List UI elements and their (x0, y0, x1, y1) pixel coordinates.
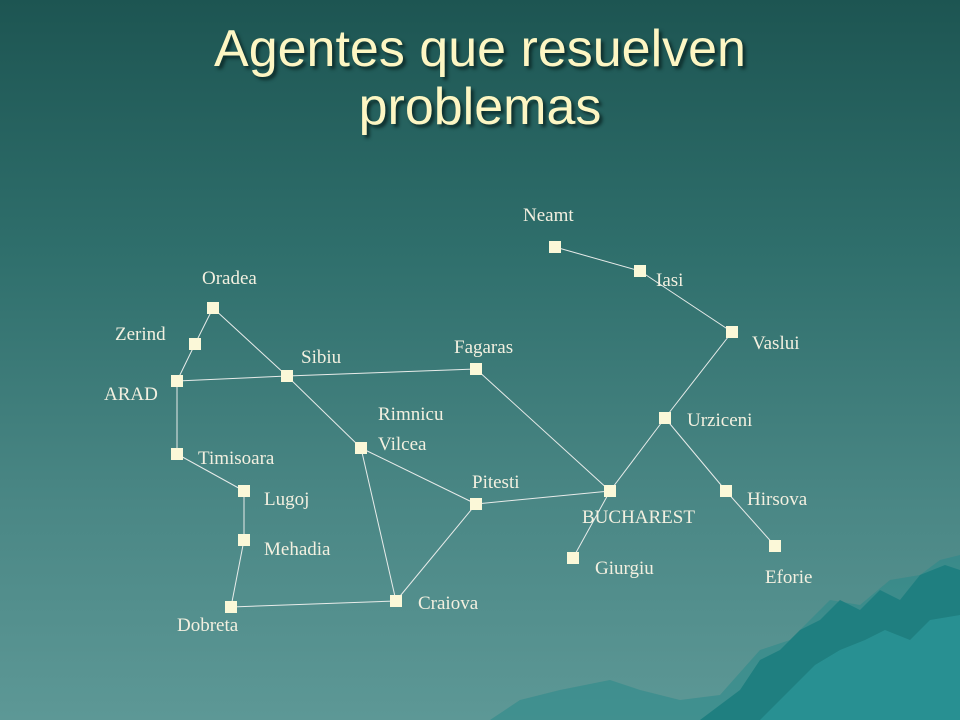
city-label-hirsova: Hirsova (747, 489, 808, 510)
city-label-mehadia: Mehadia (264, 539, 331, 560)
road-fagaras-sibiu (286, 368, 477, 377)
slide-title-line-1: Agentes que resuelven (214, 20, 746, 78)
city-node-vaslui (726, 326, 738, 338)
city-node-zerind (189, 338, 201, 350)
city-node-fagaras (470, 363, 482, 375)
city-label-lugoj: Lugoj (264, 489, 309, 510)
road-iasi-vaslui (639, 270, 733, 333)
mountains-decoration (490, 555, 960, 720)
city-labels: Neamt Iasi Oradea Zerind ARAD Sibiu Faga… (104, 205, 812, 636)
road-neamt-iasi (554, 246, 641, 272)
city-node-urziceni (659, 412, 671, 424)
city-node-giurgiu (567, 552, 579, 564)
city-node-pitesti (470, 498, 482, 510)
road-craiova-pitesti (395, 503, 477, 602)
city-label-sibiu: Sibiu (301, 347, 342, 368)
city-node-craiova (390, 595, 402, 607)
road-timisoara-lugoj (176, 453, 245, 492)
city-node-oradea (207, 302, 219, 314)
road-rimnicu-pitesti (360, 447, 477, 505)
city-label-vaslui: Vaslui (752, 333, 800, 354)
city-label-arad: ARAD (104, 384, 158, 405)
city-node-mehadia (238, 534, 250, 546)
road-craiova-rimnicu (360, 447, 397, 602)
city-label-bucharest: BUCHAREST (582, 507, 695, 528)
city-label-oradea: Oradea (202, 268, 257, 289)
city-node-eforie (769, 540, 781, 552)
road-hirsova-eforie (725, 490, 776, 547)
city-label-neamt: Neamt (523, 205, 574, 226)
city-label-zerind: Zerind (115, 324, 166, 345)
road-sibiu-arad (176, 375, 288, 382)
city-node-arad (171, 375, 183, 387)
city-label-craiova: Craiova (418, 593, 479, 614)
city-label-pitesti: Pitesti (472, 472, 520, 493)
city-node-lugoj (238, 485, 250, 497)
road-bucharest-pitesti (475, 490, 611, 505)
city-node-neamt (549, 241, 561, 253)
road-zerind-arad (176, 343, 196, 382)
road-bucharest-fagaras (475, 368, 611, 492)
road-sibiu-oradea (212, 307, 288, 377)
city-node-sibiu (281, 370, 293, 382)
city-node-timisoara (171, 448, 183, 460)
slide-title-line-2: problemas (358, 78, 602, 136)
city-label-giurgiu: Giurgiu (595, 558, 654, 579)
city-label-rimnicu: Rimnicu (378, 404, 444, 425)
road-sibiu-rimnicu (286, 375, 362, 449)
slide-title: Agentes que resuelven problemas (0, 20, 960, 136)
road-vaslui-urziceni (664, 331, 733, 419)
city-label-timisoara: Timisoara (198, 448, 275, 469)
city-node-rimnicu (355, 442, 367, 454)
road-dobreta-craiova (230, 600, 397, 608)
road-edges (176, 246, 776, 608)
city-node-iasi (634, 265, 646, 277)
city-label-urziceni: Urziceni (687, 410, 752, 431)
city-label-dobreta: Dobreta (177, 615, 239, 636)
city-node-bucharest (604, 485, 616, 497)
road-urziceni-bucharest (609, 417, 666, 492)
city-nodes (171, 241, 781, 613)
city-label-vilcea: Vilcea (378, 434, 427, 455)
road-urziceni-hirsova (664, 417, 727, 492)
city-label-eforie: Eforie (765, 567, 812, 588)
city-node-dobreta (225, 601, 237, 613)
road-bucharest-giurgiu (572, 490, 611, 559)
city-node-hirsova (720, 485, 732, 497)
city-label-iasi: Iasi (656, 270, 683, 291)
city-label-fagaras: Fagaras (454, 337, 513, 358)
road-mehadia-dobreta (230, 539, 245, 608)
